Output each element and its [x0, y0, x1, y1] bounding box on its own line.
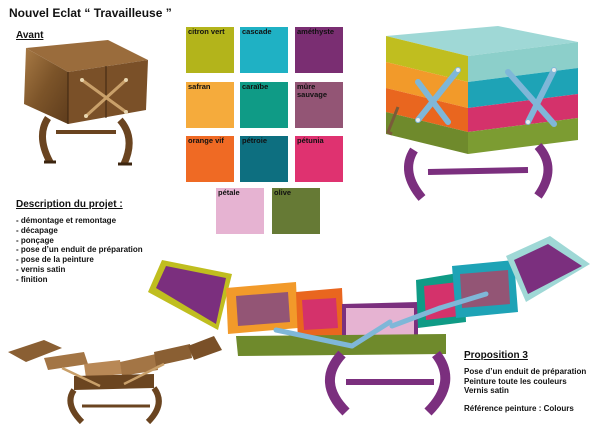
list-item: Pose d’un enduit de préparation — [464, 367, 587, 376]
painted-closed-box-render — [386, 26, 578, 201]
swatch-label: cascade — [242, 27, 272, 36]
list-item: Peinture toute les couleurs — [464, 376, 567, 386]
original-closed-box-photo — [24, 40, 148, 166]
proposal-title: Proposition 3 — [464, 350, 528, 361]
list-item: - ponçage — [16, 235, 54, 245]
swatch-label: orange vif — [188, 136, 224, 145]
swatch-label: pétunia — [297, 136, 324, 145]
swatch-label: caraïbe — [242, 82, 269, 91]
swatch-label: citron vert — [188, 27, 225, 36]
description-steps: - démontage et remontage - décapage - po… — [16, 216, 143, 285]
page-title: Nouvel Eclat “ Travailleuse ” — [9, 6, 172, 20]
list-item: - décapage — [16, 225, 58, 235]
proposal-lines: Pose d’un enduit de préparation Peinture… — [464, 367, 586, 396]
swatch-petale: pétale — [216, 188, 264, 234]
swatch-label: olive — [274, 188, 292, 197]
swatch-orange-vif: orange vif — [186, 136, 234, 182]
swatch-cascade: cascade — [240, 27, 288, 73]
list-item: - démontage et remontage — [16, 216, 117, 225]
swatch-label: mûre sauvage — [297, 82, 328, 99]
original-open-box-photo — [8, 336, 222, 424]
swatch-label: pétale — [218, 188, 240, 197]
list-item: - pose d’un enduit de préparation — [16, 245, 143, 255]
list-item: - vernis satin — [16, 264, 66, 274]
swatch-olive: olive — [272, 188, 320, 234]
swatch-safran: safran — [186, 82, 234, 128]
list-item: - pose de la peinture — [16, 255, 94, 265]
swatch-citron-vert: citron vert — [186, 27, 234, 73]
before-label: Avant — [16, 30, 44, 41]
list-item: - finition — [16, 274, 48, 284]
swatch-label: améthyste — [297, 27, 335, 36]
painted-open-box-render — [148, 236, 590, 416]
swatch-caraibe: caraïbe — [240, 82, 288, 128]
description-title: Description du projet : — [16, 199, 123, 210]
swatch-amethyste: améthyste — [295, 27, 343, 73]
swatch-petroie: pétroie — [240, 136, 288, 182]
swatch-mure-sauvage: mûre sauvage — [295, 82, 343, 128]
list-item: Vernis satin — [464, 386, 509, 395]
swatch-label: pétroie — [242, 136, 268, 145]
swatch-label: safran — [188, 82, 211, 91]
swatch-petunia: pétunia — [295, 136, 343, 182]
paint-reference: Référence peinture : Colours — [464, 404, 574, 413]
